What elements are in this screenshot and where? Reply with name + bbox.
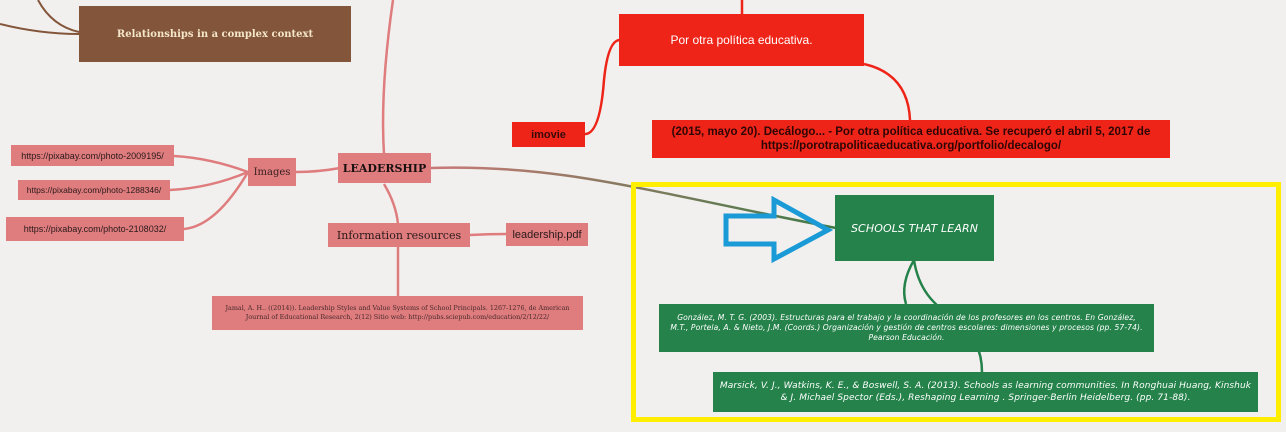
gonzalez-reference-node[interactable]: González, M. T. G. (2003). Estructuras p…: [659, 304, 1154, 352]
decalogo-reference-node[interactable]: (2015, mayo 20). Decálogo... - Por otra …: [652, 120, 1170, 158]
relationships-node[interactable]: Relationships in a complex context: [79, 6, 351, 62]
imovie-node[interactable]: imovie: [512, 122, 585, 147]
imovie-label: imovie: [531, 128, 566, 141]
marsick-reference-text: Marsick, V. J., Watkins, K. E., & Boswel…: [719, 381, 1252, 403]
leadership-node[interactable]: LEADERSHIP: [338, 153, 431, 183]
gonzalez-reference-text: González, M. T. G. (2003). Estructuras p…: [670, 313, 1143, 342]
pixabay-link-1[interactable]: https://pixabay.com/photo-2009195/: [11, 145, 174, 166]
pixabay-link-3[interactable]: https://pixabay.com/photo-2108032/: [6, 217, 184, 241]
leadership-pdf-label: leadership.pdf: [512, 228, 582, 241]
information-resources-label: Information resources: [336, 228, 462, 242]
information-resources-node[interactable]: Information resources: [328, 223, 470, 247]
pixabay-link-1-label: https://pixabay.com/photo-2009195/: [21, 150, 164, 161]
highlight-frame: [631, 182, 1281, 422]
pixabay-link-2-label: https://pixabay.com/photo-1288346/: [26, 185, 162, 195]
schools-that-learn-label: SCHOOLS THAT LEARN: [850, 221, 979, 235]
pixabay-link-3-label: https://pixabay.com/photo-2108032/: [23, 224, 167, 234]
decalogo-reference-text: (2015, mayo 20). Decálogo... - Por otra …: [671, 126, 1151, 152]
jamal-reference-node[interactable]: Jamal, A. H.. ((2014)). Leadership Style…: [212, 296, 583, 330]
leadership-label: LEADERSHIP: [342, 161, 427, 175]
schools-that-learn-node[interactable]: SCHOOLS THAT LEARN: [835, 195, 994, 261]
relationships-label: Relationships in a complex context: [116, 28, 314, 40]
images-node[interactable]: Images: [248, 158, 296, 186]
por-otra-politica-label: Por otra política educativa.: [670, 33, 813, 47]
leadership-pdf-node[interactable]: leadership.pdf: [506, 223, 588, 246]
images-label: Images: [253, 166, 291, 178]
por-otra-politica-node[interactable]: Por otra política educativa.: [619, 14, 864, 66]
jamal-reference-text: Jamal, A. H.. ((2014)). Leadership Style…: [225, 304, 570, 321]
pixabay-link-2[interactable]: https://pixabay.com/photo-1288346/: [18, 180, 170, 200]
right-arrow-icon: [723, 196, 834, 264]
marsick-reference-node[interactable]: Marsick, V. J., Watkins, K. E., & Boswel…: [713, 372, 1258, 412]
